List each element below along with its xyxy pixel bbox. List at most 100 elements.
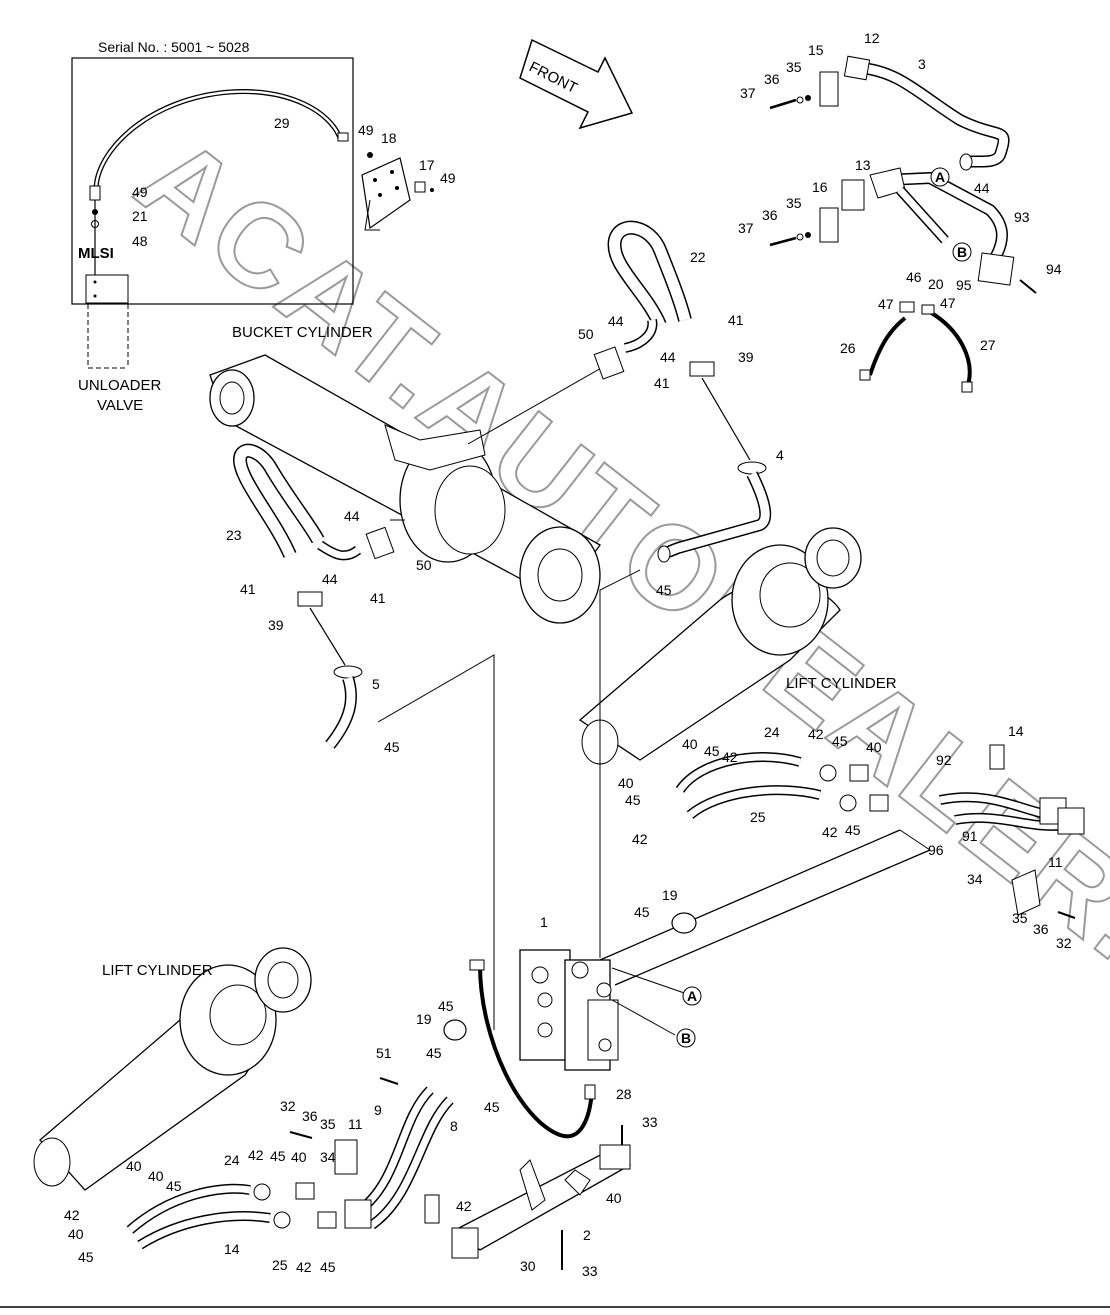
callout: 40	[68, 1226, 84, 1242]
callout: 24	[764, 724, 780, 740]
ref-b-valve: B	[676, 1028, 696, 1048]
callout: 48	[132, 233, 148, 249]
lift-cylinder-right-label: LIFT CYLINDER	[786, 675, 897, 692]
callout: 32	[1056, 935, 1072, 951]
callout: 51	[376, 1045, 392, 1061]
callout: 40	[148, 1168, 164, 1184]
ref-a-top: A	[930, 167, 950, 187]
callout: 35	[786, 195, 802, 211]
callout: 45	[166, 1178, 182, 1194]
callout: 41	[728, 312, 744, 328]
callout: 18	[381, 130, 397, 146]
callout: 45	[625, 792, 641, 808]
callout: 17	[419, 157, 435, 173]
callout: 46	[906, 269, 922, 285]
callout: 42	[632, 831, 648, 847]
callout: 37	[738, 220, 754, 236]
callout: 8	[450, 1118, 458, 1134]
callout: 1	[540, 914, 548, 930]
inset-serial-box: Serial No. : 5001 ~ 5028	[71, 39, 434, 369]
lift-cylinder-right	[578, 527, 862, 765]
callout: 33	[582, 1263, 598, 1279]
callout: 42	[722, 749, 738, 765]
callout: 3	[918, 56, 926, 72]
callout: 41	[654, 375, 670, 391]
front-arrow: FRONT	[519, 38, 634, 130]
callout: 13	[855, 157, 871, 173]
callout: 33	[642, 1114, 658, 1130]
callout: 44	[974, 180, 990, 196]
hoses-right	[675, 744, 1085, 919]
hose-23-pipe-5	[232, 443, 395, 749]
svg-text:A: A	[687, 988, 697, 1004]
callout: 2	[583, 1227, 591, 1243]
callout: 44	[344, 508, 360, 524]
long-frame-tubes	[599, 829, 931, 986]
callout: 28	[616, 1086, 632, 1102]
callout: 47	[878, 296, 894, 312]
callout: 30	[520, 1258, 536, 1274]
callout: 42	[808, 726, 824, 742]
callout: 36	[764, 71, 780, 87]
unloader-label: UNLOADER	[78, 377, 162, 394]
callout: 49	[132, 184, 148, 200]
section-labels: MLSI UNLOADER VALVE BUCKET CYLINDER LIFT…	[78, 245, 897, 979]
callout: 45	[78, 1249, 94, 1265]
main-valve	[443, 912, 697, 1139]
callout: 39	[738, 349, 754, 365]
callout: 50	[416, 557, 432, 573]
callout: 11	[348, 1116, 363, 1132]
callout: 14	[224, 1241, 240, 1257]
callout: 40	[682, 736, 698, 752]
callout: 50	[578, 326, 594, 342]
callout: 36	[1033, 921, 1049, 937]
callout: 93	[1014, 209, 1030, 225]
callout: 91	[962, 828, 978, 844]
svg-text:B: B	[957, 244, 967, 260]
callout: 94	[1046, 261, 1062, 277]
lift-cylinder-left	[33, 947, 312, 1191]
callout: 34	[967, 871, 983, 887]
callout: 26	[840, 340, 856, 356]
reference-markers: A B A B	[676, 167, 972, 1048]
hose-22-pipe-4	[593, 220, 772, 563]
callout: 45	[845, 822, 861, 838]
callout: 40	[126, 1158, 142, 1174]
callout: 44	[322, 571, 338, 587]
callout: 14	[1008, 723, 1024, 739]
callout: 35	[320, 1116, 336, 1132]
callout: 40	[866, 739, 882, 755]
callout: 42	[456, 1198, 472, 1214]
callout: 42	[248, 1147, 264, 1163]
bucket-cylinder-label: BUCKET CYLINDER	[232, 324, 373, 341]
callout: 37	[740, 85, 756, 101]
callout: 41	[240, 581, 256, 597]
pipe-assembly-top-right	[769, 55, 1037, 393]
callout: 95	[956, 277, 972, 293]
callout: 45	[484, 1099, 500, 1115]
callout: 44	[608, 313, 624, 329]
callout: 9	[374, 1102, 382, 1118]
callout: 5	[372, 676, 380, 692]
callout: 4	[776, 447, 784, 463]
callout: 29	[274, 115, 290, 131]
callout: 24	[224, 1152, 240, 1168]
bucket-cylinder	[209, 354, 611, 624]
center-lines	[49, 569, 691, 1146]
callout: 32	[280, 1098, 296, 1114]
callout: 11	[1048, 854, 1063, 870]
callout: 45	[438, 998, 454, 1014]
part-callouts: 29 49 18 17 49 49 21 48 12 15 3 35 36 37…	[64, 30, 1072, 1279]
callout: 39	[268, 617, 284, 633]
callout: 35	[786, 59, 802, 75]
callout: 42	[64, 1207, 80, 1223]
callout: 27	[980, 337, 996, 353]
ref-b-top: B	[952, 242, 972, 262]
callout: 42	[296, 1259, 312, 1275]
callout: 40	[618, 775, 634, 791]
svg-text:B: B	[681, 1030, 691, 1046]
callout: 36	[762, 207, 778, 223]
valve-label: VALVE	[97, 397, 143, 414]
